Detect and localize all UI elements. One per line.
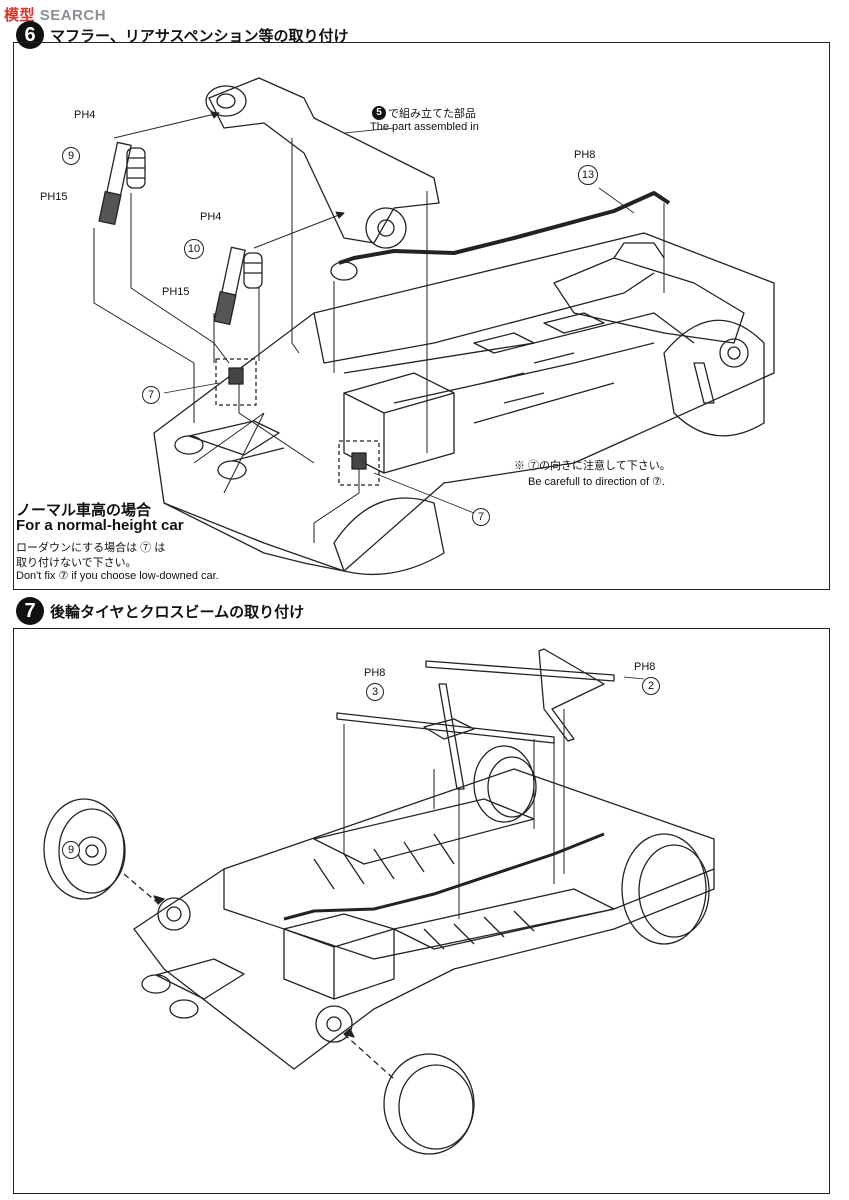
rear-hub-lower (315, 1005, 353, 1043)
step7-panel: PH8 3 PH8 2 9 (13, 628, 830, 1194)
spring-9 (126, 147, 146, 189)
part-label-9: 9 (62, 147, 80, 165)
watermark: 模型 SEARCH (4, 4, 106, 25)
fuel-tank (343, 372, 455, 474)
label-ph15-a: PH15 (40, 191, 68, 203)
exhaust-muffler-end (330, 261, 358, 281)
step6-panel: PH4 9 PH15 PH4 10 PH15 7 7 PH8 13 5 で組み立… (13, 42, 830, 590)
exhaust-pipe-13 (338, 191, 671, 265)
part-label-7a: 7 (142, 386, 160, 404)
chassis-floor (153, 232, 775, 572)
part-label-9-wheel: 9 (62, 841, 80, 859)
y-beam-2 (425, 648, 615, 742)
normal-height-title-en: For a normal-height car (16, 517, 184, 534)
chassis-body (133, 768, 715, 1070)
rear-wheel-lower (383, 1053, 475, 1155)
step6-header: 6 マフラー、リアサスペンション等の取り付け (16, 18, 349, 52)
normal-height-line2: 取り付けないで下さい。 (16, 557, 137, 569)
shock-absorber-9 (98, 141, 132, 225)
arrow-wheel-lower (343, 1033, 395, 1080)
step7-header: 7 後輪タイヤとクロスビームの取り付け (16, 594, 304, 628)
shock-absorber-10 (213, 246, 246, 325)
step6-title: マフラー、リアサスペンション等の取り付け (50, 26, 349, 45)
label-ph8: PH8 (574, 149, 596, 161)
part-label-13: 13 (578, 165, 598, 185)
normal-height-title-jp: ノーマル車高の場合 (16, 502, 152, 519)
normal-height-line3: Don't fix ⑦ if you choose low-downed car… (16, 570, 219, 582)
part-label-3: 3 (366, 683, 384, 701)
front-wheel-right (621, 833, 710, 945)
step7-title: 後輪タイヤとクロスビームの取り付け (50, 602, 305, 621)
rear-wheel-9-upper (43, 798, 126, 900)
watermark-text: SEARCH (39, 7, 107, 24)
caution-en: Be carefull to direction of ⑦. (528, 476, 666, 488)
ref-note-jp-row: 5 で組み立てた部品 (372, 105, 476, 121)
muffler-7-top (141, 974, 171, 994)
part-label-7b: 7 (472, 508, 490, 526)
step6-number: 6 (16, 21, 44, 49)
normal-height-line1: ローダウンにする場合は ⑦ は (16, 542, 166, 554)
wheel-arch-right (663, 319, 765, 437)
step7-number: 7 (16, 597, 44, 625)
muffler-7-bottom (169, 999, 199, 1019)
label-ph8-a: PH8 (364, 667, 386, 679)
label-ph4-a: PH4 (74, 109, 96, 121)
step6-diagram (93, 77, 775, 576)
arrow-wheel-upper (123, 873, 160, 905)
caution-jp: ※ ⑦の向きに注意して下さい。 (514, 460, 671, 472)
step6-arrows (93, 111, 665, 543)
ref-step-badge: 5 (372, 106, 386, 120)
rear-suspension-right (553, 257, 745, 344)
step7-arrows (343, 709, 565, 919)
front-wheel-left (473, 745, 537, 823)
fuel-tank-7 (283, 913, 395, 1000)
label-ph15-b: PH15 (162, 286, 190, 298)
bump-stop-7a (228, 367, 244, 385)
ref-note-en: The part assembled in (370, 121, 479, 133)
rear-hub-upper (157, 897, 191, 931)
part-label-2: 2 (642, 677, 660, 695)
ref-note-jp: で組み立てた部品 (388, 108, 476, 120)
hub-assembly (365, 207, 407, 249)
label-ph4-b: PH4 (200, 211, 222, 223)
spring-10 (243, 252, 263, 289)
rear-subframe (208, 77, 440, 244)
label-ph8-b: PH8 (634, 661, 656, 673)
watermark-logo: 模型 (4, 7, 36, 24)
bump-stop-7b (351, 452, 367, 470)
step7-diagram (43, 648, 715, 1155)
part-label-10: 10 (184, 239, 204, 259)
